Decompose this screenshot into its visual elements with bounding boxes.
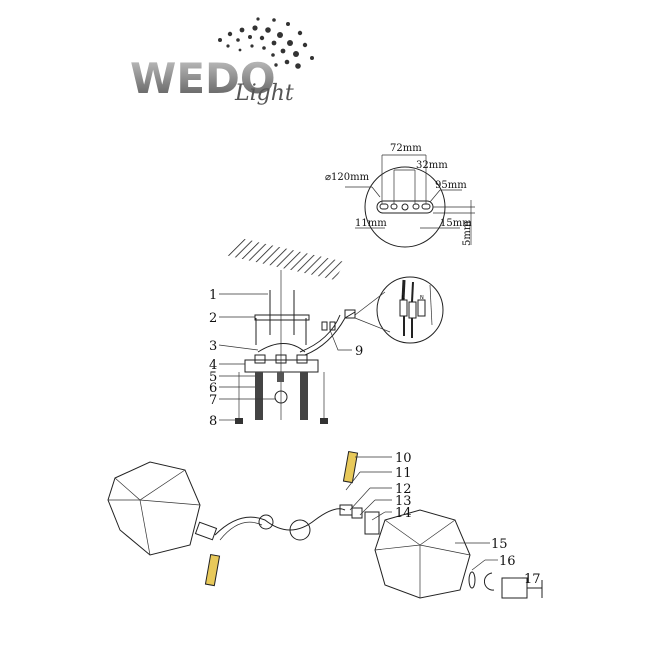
part-label-17: 17 [524,572,541,587]
lower-part-labels: 10 11 12 13 14 15 16 17 [345,451,541,587]
dim-32: 32mm [416,160,448,171]
dim-95: 95mm [435,180,467,191]
dim-5: 5mm [462,220,473,246]
threaded-rod-left [255,372,263,420]
terminal-mark-n: N [420,295,424,301]
part-label-3: 3 [209,339,217,354]
part-label-11: 11 [395,466,412,481]
terminal-block-detail: L N [354,276,444,344]
part-label-14: 14 [395,506,412,521]
bulb-tube-right [342,450,359,484]
mounting-plate-detail: 72mm 32mm ⌀120mm 95mm 11mm 15mm 5mm [325,143,475,248]
dim-72: 72mm [390,143,422,154]
bulb-tube-left [204,553,221,587]
part-label-7: 7 [209,393,217,408]
part-label-15: 15 [491,537,508,552]
part-label-16: 16 [499,554,516,569]
part-label-5: 5 [209,370,217,385]
terminal-mark-l: L [402,295,405,301]
lamp-body [107,450,543,599]
logo-dot-swirl [218,17,314,69]
upper-part-labels: 1 2 3 4 5 6 7 8 9 [209,288,363,429]
part-label-10: 10 [395,451,412,466]
ceiling-hatch [225,238,345,280]
logo-sub-text: Light [234,81,294,106]
part-label-12: 12 [395,482,412,497]
part-label-1: 1 [209,288,217,303]
logo-brand-text: WEDO [130,54,276,103]
threaded-rod-right [300,372,308,420]
dim-15: 15mm [440,218,472,229]
part-label-6: 6 [209,381,217,396]
part-label-2: 2 [209,311,217,326]
part-label-13: 13 [395,494,412,509]
part-label-9: 9 [355,344,363,359]
part-label-8: 8 [209,414,217,429]
part-label-4: 4 [209,358,217,373]
dim-diameter: ⌀120mm [325,172,370,183]
brand-logo: WEDO Light [130,17,314,106]
ceiling-mount-assembly [235,270,356,424]
dim-11: 11mm [355,218,387,229]
